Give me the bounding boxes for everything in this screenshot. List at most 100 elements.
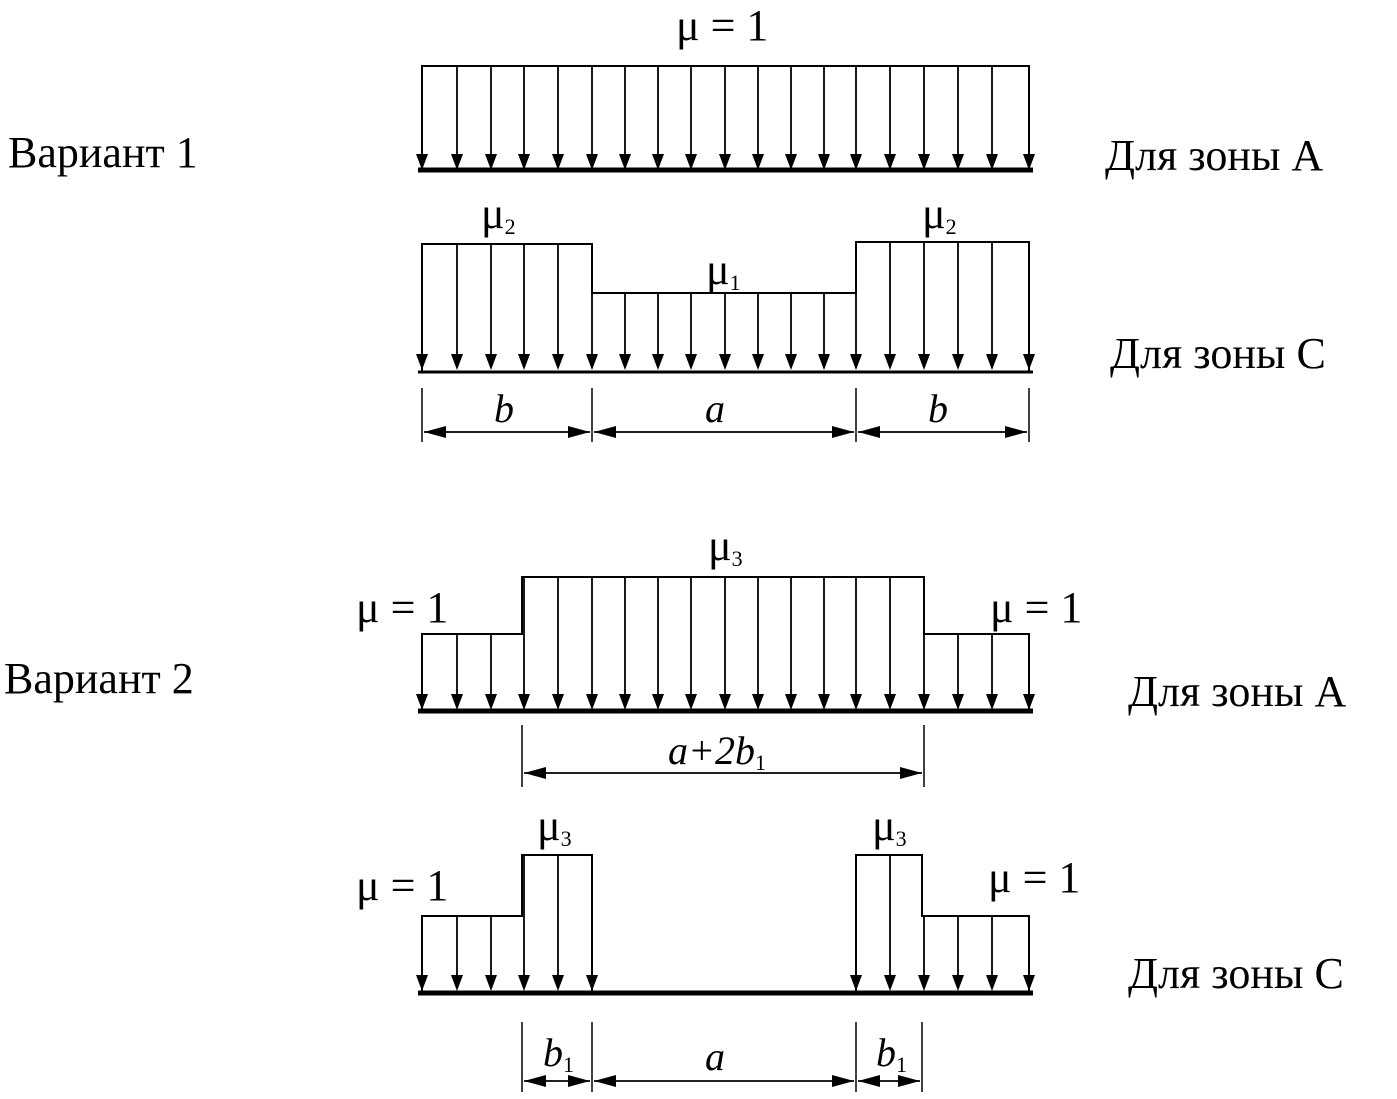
v1-zone-c-diagram	[416, 241, 1035, 374]
v2-zone-c-arrow-right-head	[952, 975, 964, 991]
v1-zone-c-mu-center: μ1	[706, 245, 741, 295]
v2-zone-a-mu-right: μ = 1	[990, 583, 1082, 632]
v1-zone-c-arrow-right-head	[884, 354, 896, 370]
v1-zone-a-arrow-head	[586, 154, 598, 170]
v1-zone-c-arrow-center-head	[619, 354, 631, 370]
v2-zone-c-dim-center-arrow-left	[594, 1075, 616, 1087]
v1-zone-a-diagram	[416, 65, 1035, 173]
v1-zone-c-arrow-right-head	[1023, 354, 1035, 370]
variant-2-title: Вариант 2	[4, 654, 194, 703]
variant-1-title: Вариант 1	[8, 128, 198, 177]
v1-dim-right-b: b	[928, 386, 948, 431]
v1-zone-c-arrow-center-head	[719, 354, 731, 370]
v2-zone-c-dim-left-arrow-right	[568, 1075, 590, 1087]
v2-zone-a-dim-arrow-right	[900, 767, 922, 779]
v1-dimension-lines	[421, 388, 1030, 442]
v2-zone-a-arrow-center-head	[850, 694, 862, 710]
v2-zone-a-arrow-center-head	[619, 694, 631, 710]
v2-zone-a-arrow-center-head	[719, 694, 731, 710]
v1-zone-c-mu-right: μ2	[922, 189, 957, 239]
v1-zone-a-arrow-head	[818, 154, 830, 170]
v2-zone-c-arrow-left-head	[451, 975, 463, 991]
v1-dim-center-arrow-left	[594, 426, 616, 438]
v2-zone-a-arrow-center-head	[518, 694, 530, 710]
v2-zone-c-mu-right: μ = 1	[988, 853, 1080, 902]
v1-dim-left-b: b	[494, 386, 514, 431]
v1-zone-a-arrow-head	[451, 154, 463, 170]
v1-zone-c-label: Для зоны С	[1110, 329, 1326, 378]
v1-zone-c-arrow-right-head	[918, 354, 930, 370]
v2-zone-c-arrows	[416, 855, 1035, 991]
v2-zone-c-dim-center-arrow-right	[832, 1075, 854, 1087]
v2-zone-c-dim-right-b1: b1	[876, 1030, 907, 1077]
v2-zone-c-dim-left-b1: b1	[543, 1030, 574, 1077]
v2-zone-a-arrow-left-head	[416, 694, 428, 710]
v2-zone-a-arrow-center-head	[785, 694, 797, 710]
v2-zone-a-arrow-center-head	[652, 694, 664, 710]
v1-zone-c-arrow-right-head	[986, 354, 998, 370]
v2-zone-a-dim-arrow-left	[524, 767, 546, 779]
v2-zone-a-dim-label: a+2b1	[668, 728, 766, 775]
v1-zone-c-arrow-left-head	[518, 354, 530, 370]
v1-zone-c-arrow-center-head	[752, 354, 764, 370]
v1-dim-right-arrow-right	[1005, 426, 1027, 438]
v2-zone-c-label: Для зоны С	[1128, 949, 1344, 998]
v2-zone-a-diagram	[416, 576, 1035, 714]
v2-zone-a-mu-center: μ3	[708, 521, 743, 571]
v1-zone-c-arrow-left-head	[485, 354, 497, 370]
v2-zone-a-arrow-center-head	[552, 694, 564, 710]
v2-zone-c-arrow-peak-right-head	[850, 975, 862, 991]
v1-zone-a-arrow-head	[918, 154, 930, 170]
v2-zone-a-arrows	[416, 577, 1035, 710]
v2-zone-c-mu-peak-left: μ3	[537, 801, 572, 851]
v1-zone-a-arrow-head	[485, 154, 497, 170]
v1-zone-c-arrows	[416, 242, 1035, 370]
v2-zone-c-dim-center-a: a	[705, 1034, 725, 1079]
v2-zone-c-arrow-peak-left-head	[586, 975, 598, 991]
v1-zone-c-arrow-center-head	[652, 354, 664, 370]
v2-zone-a-arrow-left-head	[451, 694, 463, 710]
v2-zone-c-arrow-right-head	[1023, 975, 1035, 991]
v2-zone-a-arrow-center-head	[884, 694, 896, 710]
v2-zone-c-arrow-left-head	[485, 975, 497, 991]
v1-zone-c-arrow-center-head	[586, 354, 598, 370]
v2-zone-a-arrow-center-head	[685, 694, 697, 710]
v1-zone-a-arrow-head	[518, 154, 530, 170]
v2-zone-c-arrow-right-head	[986, 975, 998, 991]
v1-dim-left-arrow-right	[568, 426, 590, 438]
v1-zone-a-arrow-head	[884, 154, 896, 170]
v1-zone-c-mu-left: μ2	[481, 189, 516, 239]
v2-zone-a-arrow-right-head	[1023, 694, 1035, 710]
v1-zone-a-arrow-head	[986, 154, 998, 170]
v1-dim-right-arrow-left	[858, 426, 880, 438]
v1-zone-a-arrow-head	[685, 154, 697, 170]
v1-zone-a-arrow-head	[619, 154, 631, 170]
v2-zone-c-dimensions	[521, 1022, 923, 1092]
v2-zone-c-arrow-peak-left-head	[518, 975, 530, 991]
v1-zone-a-arrow-head	[752, 154, 764, 170]
v1-dim-center-a: a	[705, 386, 725, 431]
v2-zone-a-arrow-center-head	[752, 694, 764, 710]
v1-dim-left-arrow-left	[424, 426, 446, 438]
v1-zone-c-arrow-center-head	[685, 354, 697, 370]
v1-zone-c-arrow-left-head	[416, 354, 428, 370]
v1-zone-c-arrow-left-head	[451, 354, 463, 370]
v1-zone-a-arrow-head	[952, 154, 964, 170]
v2-zone-a-arrow-right-head	[986, 694, 998, 710]
v2-zone-c-dim-right-arrow-right	[898, 1075, 920, 1087]
v2-zone-c-mu-peak-right: μ3	[872, 801, 907, 851]
v1-zone-a-arrows	[416, 66, 1035, 170]
v1-dim-center-arrow-right	[832, 426, 854, 438]
v1-zone-c-arrow-right-head	[850, 354, 862, 370]
v2-zone-c-diagram	[416, 854, 1035, 996]
v2-zone-c-dim-left-arrow-left	[524, 1075, 546, 1087]
v1-zone-a-arrow-head	[1023, 154, 1035, 170]
v2-zone-a-arrow-right-head	[952, 694, 964, 710]
v2-zone-a-label: Для зоны А	[1128, 667, 1346, 716]
v2-zone-a-arrow-center-head	[818, 694, 830, 710]
v1-zone-a-arrow-head	[785, 154, 797, 170]
v2-zone-c-arrow-left-head	[416, 975, 428, 991]
v2-zone-a-dimension	[521, 725, 925, 787]
v1-zone-c-arrow-center-head	[785, 354, 797, 370]
v1-zone-a-arrow-head	[652, 154, 664, 170]
